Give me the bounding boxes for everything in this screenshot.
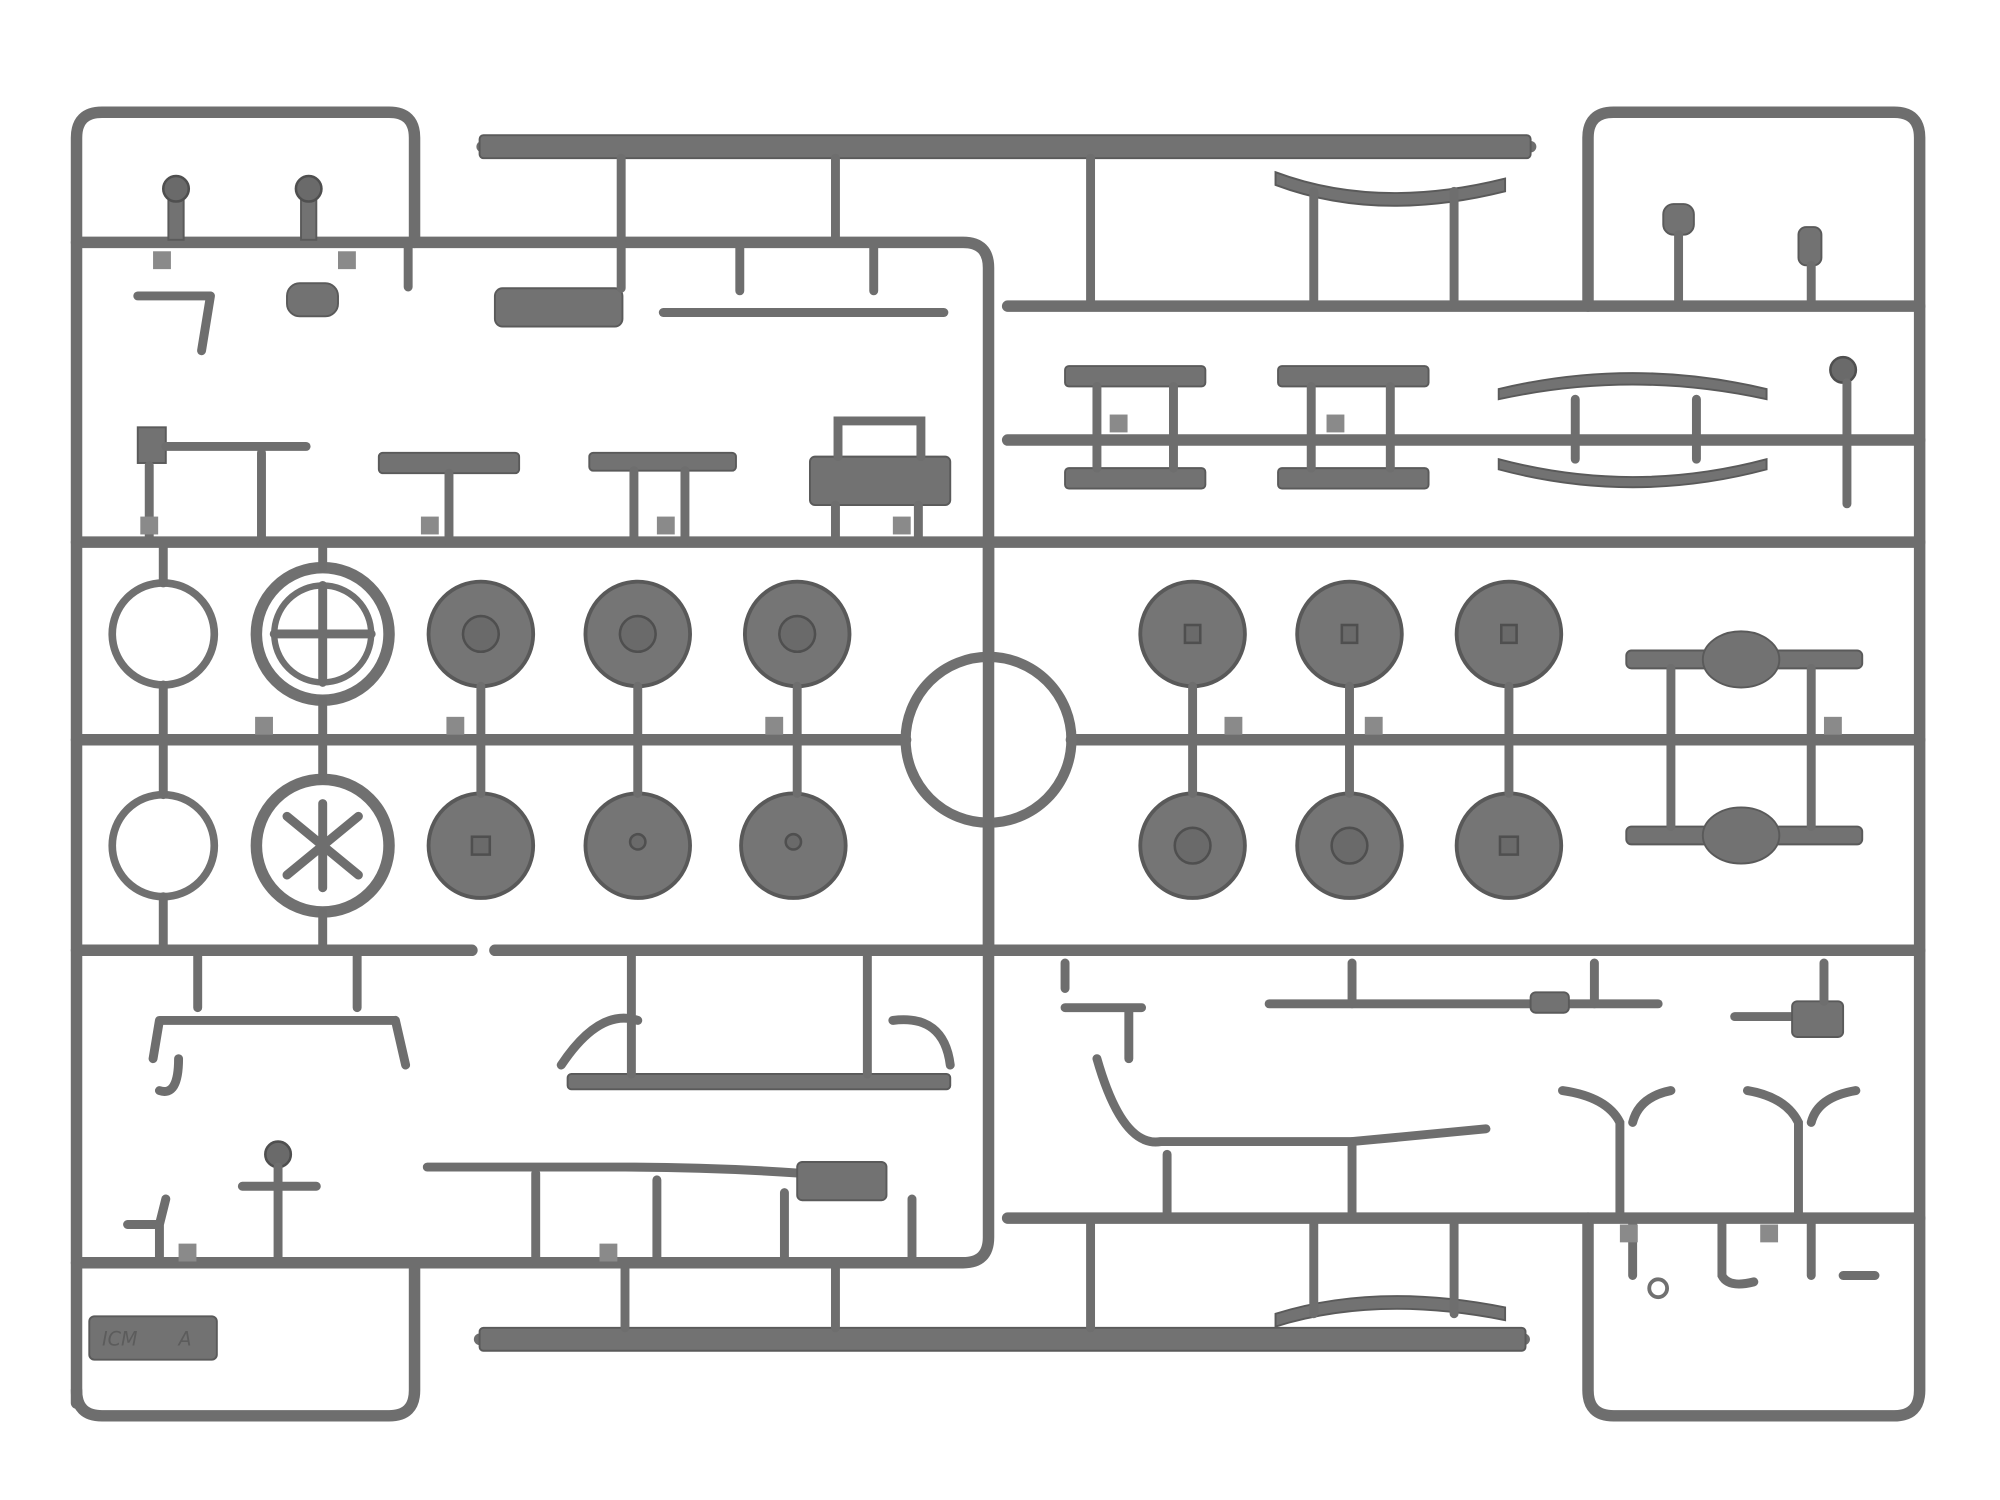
gate-tabs — [140, 251, 1842, 1262]
fan — [250, 773, 395, 918]
sprue-letter: A — [177, 1328, 192, 1351]
axle-housings — [1625, 630, 1864, 865]
small-parts-bottom-right — [1060, 958, 1880, 1300]
chassis-rail-top — [478, 134, 1532, 311]
small-parts-top-left — [133, 174, 952, 547]
steering-wheel — [250, 561, 395, 706]
wheels-right — [1138, 579, 1864, 900]
wheels-left — [108, 537, 852, 955]
sprue-tag-label: ICM — [102, 1328, 138, 1351]
small-parts-bottom-left: ICM A — [88, 945, 955, 1361]
sprue-frame — [70, 106, 1926, 1422]
small-parts-top-right — [1064, 203, 1858, 509]
chassis-rail-bottom — [478, 1213, 1527, 1352]
